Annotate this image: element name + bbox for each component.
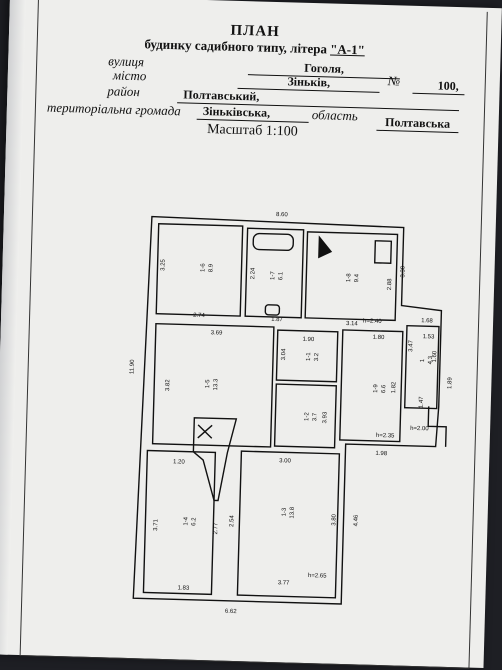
room-1-4-area: 6.2	[191, 517, 197, 526]
dim-190: 1.90	[302, 337, 315, 343]
stair-cross	[197, 424, 213, 439]
dimension-labels: 8.60 6.62 11.90 2.74 3.69 3.25 2.24 1.87…	[130, 212, 454, 615]
dim-325: 3.25	[160, 258, 166, 271]
room-1-8-id: 1-8	[346, 273, 352, 282]
room-1-4	[142, 449, 217, 596]
porch-step	[427, 406, 447, 447]
height-200: h=2.00	[410, 426, 429, 433]
room-1-7-area: 6.1	[278, 271, 284, 280]
dim-189: 1.89	[447, 377, 453, 390]
dim-180: 1.80	[373, 335, 386, 341]
height-235: h=2.35	[376, 433, 395, 440]
room-1-5-area: 13.3	[213, 378, 219, 391]
dim-314: 3.14	[346, 321, 359, 327]
boiler-icon	[318, 235, 333, 259]
room-1-5	[151, 322, 275, 448]
dim-274: 2.74	[193, 313, 206, 319]
dim-369: 3.69	[211, 330, 224, 336]
dim-377: 3.77	[278, 580, 291, 586]
toilet-icon	[264, 304, 281, 316]
dim-300: 3.00	[279, 458, 292, 464]
room-1-1	[275, 329, 339, 383]
room-1-8	[304, 231, 399, 322]
room-1-7-id: 1-7	[270, 271, 276, 280]
dim-bottom-total: 6.62	[225, 609, 238, 615]
dim-382: 3.82	[165, 379, 171, 392]
room-1-1-area: 3.2	[314, 352, 320, 361]
dim-380: 3.80	[331, 513, 337, 526]
room-1-2	[273, 383, 337, 449]
height-240: h=2.40	[363, 318, 382, 325]
room-1-3-id: 1-3	[282, 507, 288, 516]
room-1-3	[236, 450, 341, 599]
dim-198: 1.98	[375, 451, 388, 457]
room-1-5-id: 1-5	[205, 379, 211, 388]
dim-446: 4.46	[353, 514, 359, 527]
room-1-9-id: 1-9	[373, 383, 379, 392]
dim-120: 1.20	[173, 459, 186, 465]
room-1-4-id: 1-4	[183, 516, 189, 525]
dim-277: 2.77	[213, 522, 219, 535]
room-1-id: 1	[420, 358, 426, 362]
room-1-3-area: 13.8	[290, 506, 296, 519]
height-265: h=2.65	[308, 573, 327, 580]
room-1-2-area: 3.7	[312, 412, 318, 421]
dim-168: 1.68	[421, 318, 434, 324]
room-1-6	[155, 223, 244, 317]
room-labels: 1-6 8.9 1-7 6.1 1-8 9.4 1-5 13.3 1-1 3.2…	[183, 263, 434, 526]
walls	[132, 215, 447, 605]
dim-top-total: 8.60	[276, 212, 289, 218]
dim-347: 3.47	[408, 339, 414, 352]
dim-182: 1.82	[391, 381, 397, 394]
room-1-1-id: 1-1	[306, 352, 312, 361]
dim-330: 3.30	[400, 265, 406, 278]
room-1-9-area: 6.6	[381, 384, 387, 393]
dim-147: 1.47	[419, 396, 425, 409]
room-1-6-area: 8.9	[208, 263, 214, 272]
dim-288: 2.88	[387, 278, 393, 291]
room-1-7	[244, 227, 305, 319]
dim-187: 1.87	[271, 317, 284, 323]
stove-icon	[374, 240, 393, 264]
room-1	[403, 324, 440, 410]
room-1-area: 4.3	[428, 355, 434, 364]
dim-160: 1.60	[432, 350, 438, 363]
dim-183: 1.83	[177, 585, 190, 591]
dim-254: 2.54	[229, 514, 235, 527]
dim-304: 3.04	[281, 348, 287, 361]
room-1-2-id: 1-2	[304, 412, 310, 421]
dim-left-total: 11.90	[130, 359, 136, 374]
dim-371: 3.71	[153, 518, 159, 531]
dim-393: 3.93	[322, 411, 328, 424]
room-1-8-area: 9.4	[354, 273, 360, 282]
bathtub-icon	[252, 232, 295, 252]
dim-224: 2.24	[250, 267, 256, 280]
room-1-9	[339, 329, 404, 443]
room-1-6-id: 1-6	[200, 263, 206, 272]
dim-153: 1.53	[423, 334, 436, 340]
stairs	[192, 417, 238, 502]
outer-wall	[132, 215, 443, 605]
